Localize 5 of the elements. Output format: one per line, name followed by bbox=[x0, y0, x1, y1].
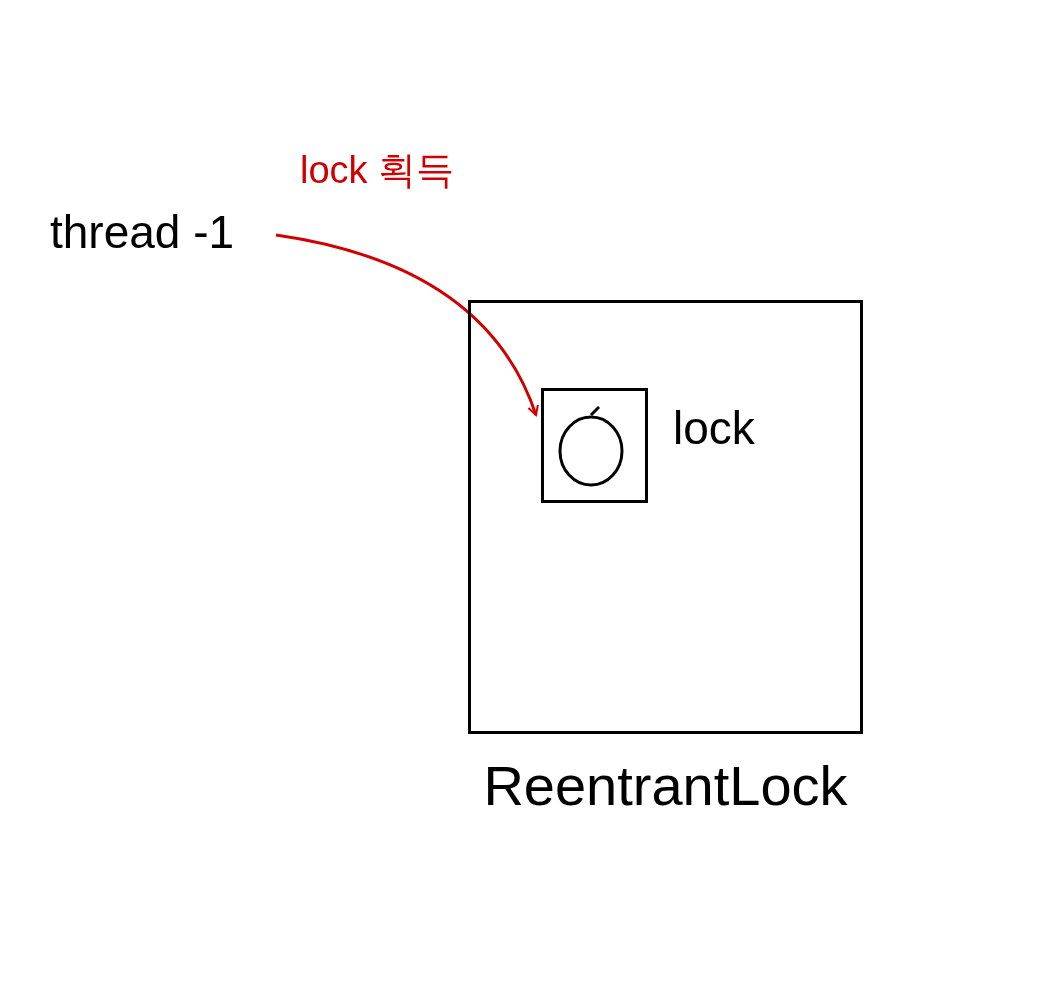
box-label: lock bbox=[673, 401, 755, 455]
edge-label: lock 획득 bbox=[300, 148, 455, 193]
arrow bbox=[275, 233, 539, 416]
box-title: ReentrantLock bbox=[483, 753, 848, 818]
node-text: thread -1 bbox=[50, 205, 235, 259]
